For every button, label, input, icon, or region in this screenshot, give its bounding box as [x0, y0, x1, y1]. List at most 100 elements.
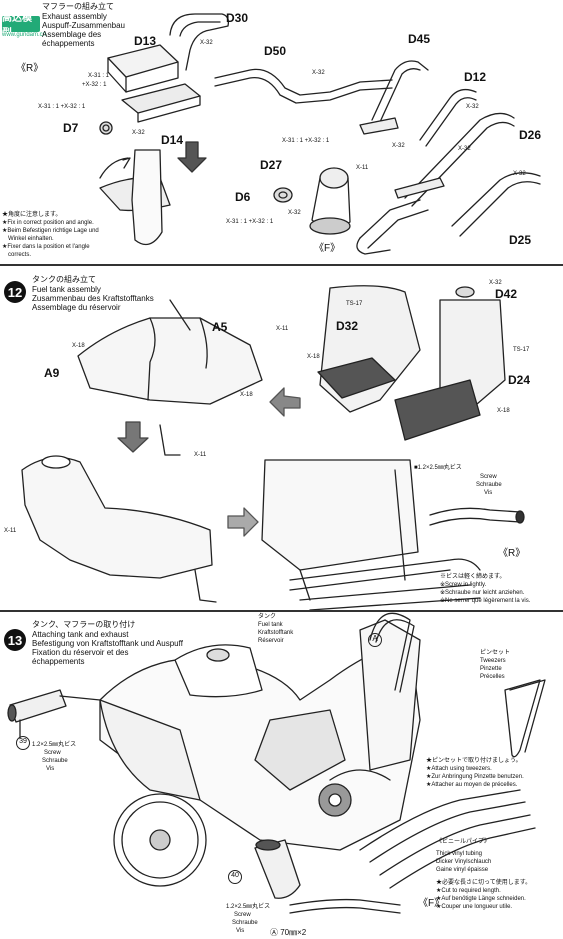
tweezers-note-de: ★Zur Anbringung Pinzette benutzen. — [426, 774, 524, 780]
step11-note-de1: ★Beim Befestigen richtige Lage und — [2, 228, 99, 234]
part-d14: D14 — [161, 133, 184, 147]
divider-12-13 — [0, 610, 563, 612]
code-x32-h: X-32 — [132, 130, 145, 136]
step11-title-fr1: Assemblage des — [42, 30, 102, 39]
part-a5: A5 — [212, 320, 228, 334]
step13-number: 13 — [4, 629, 26, 651]
step11-note-fr2: corrects. — [8, 252, 32, 258]
cut-note-fr: ★Couper une longueur utile. — [436, 904, 513, 910]
step11-title-de: Auspuff-Zusammenbau — [42, 21, 126, 30]
step12-title-jp: タンクの組み立て — [32, 275, 96, 284]
tweezers-en: Tweezers — [480, 658, 506, 664]
screw2-de: Schraube — [232, 920, 258, 926]
code-x18-d: X-18 — [497, 408, 510, 414]
step13-title-jp: タンク、マフラーの取り付け — [32, 620, 136, 629]
step13-title-de: Befestigung von Kraftstofftank und Auspu… — [32, 639, 183, 648]
step12-title-en: Fuel tank assembly — [32, 285, 101, 294]
watermark-url: www.gundam.cn — [2, 32, 47, 38]
step11-title-jp: マフラーの組み立て — [42, 2, 114, 11]
step12-title-de: Zusammenbau des Kraftstofftanks — [32, 294, 154, 303]
watermark-badge: 高达模型 — [2, 13, 40, 39]
screw2-size: 1.2×2.5㎜丸ビス — [226, 904, 271, 910]
tank-label-de: Kraftstofftank — [258, 630, 294, 636]
step13-side-f: 《F》 — [418, 898, 445, 909]
part-d42: D42 — [495, 287, 518, 301]
code-ts17-b: TS-17 — [513, 347, 530, 353]
tweezers-note-en: ★Attach using tweezers. — [426, 766, 492, 772]
step12-screw-size: ■1.2×2.5㎜丸ビス — [414, 465, 462, 471]
code-x31-x32-a: X-31 : 1 +X-32 : 1 — [38, 104, 86, 110]
vinyl-label-jp: 《ビニールパイプ》 — [436, 839, 491, 845]
cut-note-jp: ★必要な長さに切って使用します。 — [436, 880, 532, 886]
step11-title-en: Exhaust assembly — [42, 12, 107, 21]
step11-note-fr1: ★Fixer dans la position et l'angle — [2, 244, 90, 250]
code-x32-i: X-32 — [489, 280, 502, 286]
screw2-fr: Vis — [236, 928, 245, 934]
part-d7: D7 — [63, 121, 79, 135]
step12-screw-fr: Vis — [484, 490, 493, 496]
step12-note-jp: ※ビスは軽く締めます。 — [440, 574, 506, 580]
step13-title-en: Attaching tank and exhaust — [32, 630, 129, 639]
tweezers-fr: Précelles — [480, 674, 505, 680]
part-d26: D26 — [519, 128, 542, 142]
part-d13: D13 — [134, 34, 157, 48]
vinyl-label-fr: Gaine vinyl épaisse — [436, 867, 489, 873]
code-x31-x32-b: X-31 : 1 +X-32 : 1 — [282, 138, 330, 144]
code-x11-a: X-11 — [356, 165, 369, 171]
part-d32: D32 — [336, 319, 359, 333]
code-x32-b: X-32 — [312, 70, 325, 76]
code-x32-a: X-32 — [200, 40, 213, 46]
callout-a: A — [368, 633, 382, 647]
step11-note-jp: ★角度に注意します。 — [2, 212, 62, 218]
part-d12: D12 — [464, 70, 487, 84]
screw1-size: 1.2×2.5㎜丸ビス — [32, 742, 77, 748]
part-d27: D27 — [260, 158, 283, 172]
code-x32-e: X-32 — [458, 146, 471, 152]
tank-label-en: Fuel tank — [258, 622, 283, 628]
part-d6: D6 — [235, 190, 251, 204]
tweezers-note-fr: ★Attacher au moyen de précelles. — [426, 782, 518, 788]
step13-bottom-note: Ⓐ 70㎜×2 — [270, 928, 307, 937]
screw1-de: Schraube — [42, 758, 68, 764]
part-d45: D45 — [408, 32, 431, 46]
part-d24: D24 — [508, 373, 531, 387]
tank-label-jp: タンク — [258, 614, 277, 620]
step12-number: 12 — [4, 281, 26, 303]
code-x32-1: +X-32 : 1 — [82, 82, 107, 88]
step12-side-r: 《R》 — [498, 548, 526, 559]
part-a9: A9 — [44, 366, 60, 380]
vinyl-label-en: Thick vinyl tubing — [436, 851, 483, 857]
tank-label-fr: Réservoir — [258, 638, 284, 644]
code-x31-1: X-31 : 1 — [88, 73, 110, 79]
step11-note-en: ★Fix in correct position and angle. — [2, 220, 94, 226]
vinyl-label-de: Dicker Vinylschlauch — [436, 859, 492, 865]
code-x11-c: X-11 — [194, 452, 207, 458]
code-x31-x32-c: X-31 : 1 +X-32 : 1 — [226, 219, 274, 225]
step12-note-fr: ※Ne serrer que légèrement la vis. — [440, 598, 531, 604]
tweezers-note-jp: ★ピンセットで取り付けましょう。 — [426, 758, 522, 764]
part-d30: D30 — [226, 11, 249, 25]
screw1-en: Screw — [44, 750, 61, 756]
code-x18-c: X-18 — [307, 354, 320, 360]
step12-screw-de: Schraube — [476, 482, 502, 488]
screw2-en: Screw — [234, 912, 251, 918]
watermark-text: 高达模型 — [2, 13, 32, 39]
step11-side-f: 《F》 — [314, 243, 341, 254]
part-d25: D25 — [509, 233, 532, 247]
code-x11-b: X-11 — [276, 326, 289, 332]
step12-screw-en: Screw — [480, 474, 497, 480]
code-x11-d: X-11 — [4, 528, 17, 534]
screw1-fr: Vis — [46, 766, 55, 772]
step11-note-de2: Winkel einhalten. — [8, 236, 54, 242]
divider-11-12 — [0, 264, 563, 266]
code-x18-a: X-18 — [72, 343, 85, 349]
step12-title-fr: Assemblage du réservoir — [32, 303, 121, 312]
code-x18-b: X-18 — [240, 392, 253, 398]
code-x32-g: X-32 — [288, 210, 301, 216]
tweezers-de: Pinzette — [480, 666, 502, 672]
code-ts17-a: TS-17 — [346, 301, 363, 307]
code-x32-c: X-32 — [392, 143, 405, 149]
step11-side-r: 《R》 — [16, 63, 44, 74]
step12-note-en: ※Screw in lightly. — [440, 582, 487, 588]
